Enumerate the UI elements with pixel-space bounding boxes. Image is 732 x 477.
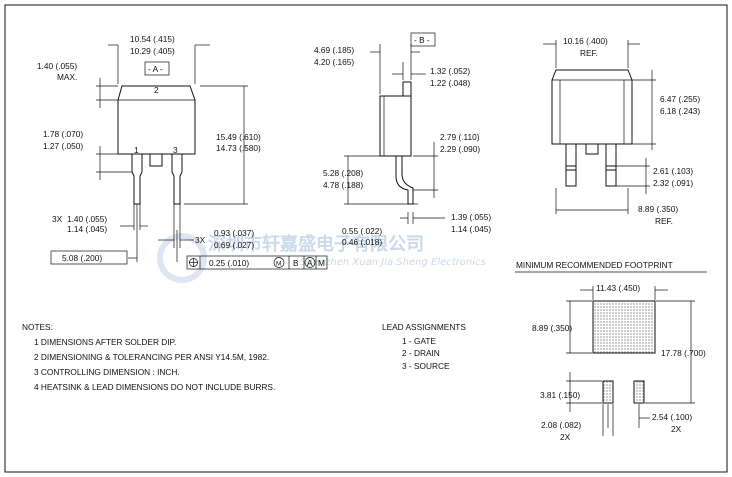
pitch-box [50, 250, 128, 265]
top-overall-note: REF. [655, 216, 673, 226]
front-thickness-note: MAX. [57, 72, 77, 82]
datum-b-box [410, 32, 436, 47]
front-height-max: 15.49 (.610) [216, 132, 261, 142]
tolerance-datum-b: B [293, 258, 299, 268]
side-lead-min: 2.29 (.090) [440, 144, 480, 154]
footprint-small-width-count: 2X [560, 432, 571, 442]
lead-thickness-min: 0.69 (.027) [214, 240, 254, 250]
watermark-cn: 深圳市轩嘉盛电子有限公司 [208, 233, 424, 255]
note-item: 3 CONTROLLING DIMENSION : INCH. [34, 367, 180, 377]
footprint-pad-large [592, 300, 656, 354]
side-foot-max: 5.28 (.208) [323, 168, 363, 178]
top-width-note: REF. [580, 48, 598, 58]
tolerance-m2: M [318, 258, 325, 268]
top-overall: 8.89 (.350) [638, 204, 678, 214]
front-tab-min: 1.27 (.050) [43, 141, 83, 151]
footprint-pad-height: 8.89 (.350) [532, 323, 572, 333]
note-item: 4 HEATSINK & LEAD DIMENSIONS DO NOT INCL… [34, 382, 275, 392]
side-foot2-min: 1.14 (.045) [451, 224, 491, 234]
lead-pitch: 5.08 (.200) [62, 253, 102, 263]
footprint-title: MINIMUM RECOMMENDED FOOTPRINT [516, 260, 673, 270]
tolerance-datum-a: A [307, 258, 313, 268]
lead-thickness-max: 0.93 (.037) [214, 228, 254, 238]
lead-assignments: LEAD ASSIGNMENTS 1 - GATE 2 - DRAIN 3 - … [382, 322, 466, 371]
footprint-pad-1 [602, 380, 614, 404]
side-tab [402, 81, 412, 97]
top-lead-3 [605, 143, 617, 171]
notes: NOTES: 1 DIMENSIONS AFTER SOLDER DIP. 2 … [22, 322, 275, 392]
drawing-border [4, 4, 728, 473]
front-height-min: 14.73 (.580) [216, 143, 261, 153]
top-lead-max: 2.61 (.103) [653, 166, 693, 176]
footprint-pitch-count: 2X [671, 424, 682, 434]
lead-assignments-title: LEAD ASSIGNMENTS [382, 322, 466, 332]
side-body-min: 4.20 (.165) [314, 57, 354, 67]
lead-assignment-item: 2 - DRAIN [402, 348, 440, 358]
notes-title: NOTES: [22, 322, 53, 332]
mmc-symbol-icon [273, 257, 285, 268]
side-tab-min: 1.22 (.048) [430, 78, 470, 88]
footprint: MINIMUM RECOMMENDED FOOTPRINT 11.43 (.45… [515, 260, 707, 442]
footprint-pitch: 2.54 (.100) [652, 412, 692, 422]
lead-count: 3X [52, 214, 63, 224]
lead-count-2: 3X [195, 235, 206, 245]
lead-assignment-item: 1 - GATE [402, 336, 436, 346]
top-width: 10.16 (.400) [563, 36, 608, 46]
lead-width-max: 1.40 (.055) [67, 214, 107, 224]
footprint-total-height: 17.78 (.700) [661, 348, 706, 358]
top-lead-2 [585, 143, 599, 155]
datum-a: - A - [148, 64, 163, 74]
side-tab-max: 1.32 (.052) [430, 66, 470, 76]
tolerance-m1: M [276, 261, 281, 268]
top-height-min: 6.18 (.243) [660, 106, 700, 116]
footprint-small-height: 3.81 (.150) [540, 390, 580, 400]
top-lead-1 [565, 143, 577, 171]
pin-3-label: 3 [173, 145, 178, 155]
front-drain-stub [149, 153, 163, 167]
front-thickness-max: 1.40 (.055) [37, 61, 77, 71]
side-foot-min: 4.78 (.188) [323, 180, 363, 190]
front-tab-max: 1.78 (.070) [43, 129, 83, 139]
front-body [117, 85, 196, 155]
note-item: 1 DIMENSIONS AFTER SOLDER DIP. [34, 337, 176, 347]
front-width-max: 10.54 (.415) [130, 34, 175, 44]
footprint-pad-width: 11.43 (.450) [596, 283, 640, 293]
footprint-small-width: 2.08 (.082) [541, 420, 581, 430]
lead-1 [131, 154, 143, 205]
side-lead [395, 156, 414, 205]
watermark-en: Shenzhen Xuan Jia Sheng Electronics [300, 257, 486, 268]
watermark: 深圳市轩嘉盛电子有限公司 Shenzhen Xuan Jia Sheng Ele… [157, 233, 486, 283]
side-view: 4.69 (.185) 4.20 (.165) - B - 1.32 (.052… [314, 32, 491, 247]
side-standoff-max: 0.55 (.022) [342, 226, 382, 236]
datum-a-box [144, 61, 170, 76]
side-foot2-max: 1.39 (.055) [451, 212, 491, 222]
top-view: 10.16 (.400) REF. 6.47 (.255) 6.18 (.243… [543, 36, 700, 226]
front-view: 10.54 (.415) 10.29 (.405) - A - 1.40 (.0… [37, 34, 328, 270]
side-body [379, 95, 412, 157]
side-standoff-min: 0.46 (.018) [342, 237, 382, 247]
lead-width-min: 1.14 (.045) [67, 224, 107, 234]
tolerance-value: 0.25 (.010) [209, 258, 249, 268]
pin-1-label: 1 [134, 145, 139, 155]
lead-assignment-item: 3 - SOURCE [402, 361, 450, 371]
top-body [551, 69, 633, 145]
pin-2-label: 2 [154, 85, 159, 95]
note-item: 2 DIMENSIONING & TOLERANCING PER ANSI Y1… [34, 352, 269, 362]
top-height-max: 6.47 (.255) [660, 94, 700, 104]
datum-b: - B - [414, 35, 430, 45]
side-body-max: 4.69 (.185) [314, 45, 354, 55]
front-width-min: 10.29 (.405) [130, 46, 175, 56]
lead-3 [171, 154, 183, 205]
footprint-pad-3 [633, 380, 645, 404]
top-lead-min: 2.32 (.091) [653, 178, 693, 188]
side-lead-max: 2.79 (.110) [440, 132, 480, 142]
tolerance-frame [186, 255, 328, 270]
